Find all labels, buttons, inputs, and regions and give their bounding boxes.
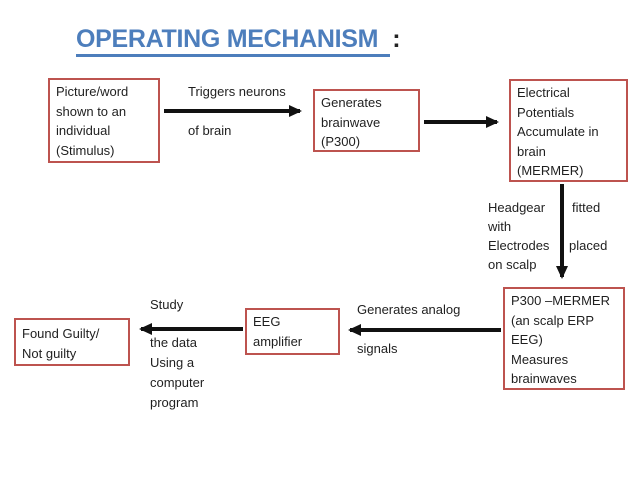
box-line: P300 –MERMER: [511, 293, 610, 308]
box-line: (Stimulus): [56, 142, 115, 158]
box-line: EEG): [511, 332, 543, 347]
label-with: with: [488, 219, 512, 234]
label-line: computer: [150, 375, 205, 390]
box-line: individual: [56, 123, 111, 138]
box-line: amplifier: [253, 333, 303, 349]
box-line: EEG: [253, 314, 281, 329]
box-line: Accumulate in: [517, 124, 599, 139]
label-study-detail: the data Using a computer program: [150, 333, 204, 413]
box-line: brain: [517, 143, 546, 159]
label-on-scalp: on scalp: [488, 257, 537, 272]
box-line: Found Guilty/: [22, 326, 100, 341]
box-line: Electrical: [517, 85, 570, 100]
box-amplifier: EEG amplifier: [245, 308, 340, 355]
label-triggers-neurons: Triggers neurons: [188, 84, 286, 99]
label-study: Study: [150, 297, 184, 312]
box-line: Generates: [321, 95, 382, 110]
label-placed: placed: [569, 238, 608, 253]
label-line: Using a: [150, 355, 195, 370]
box-line: Measures: [511, 351, 569, 367]
box-line: shown to an: [56, 103, 127, 119]
box-line: Potentials: [517, 104, 575, 120]
page-title: OPERATING MECHANISM:: [76, 24, 401, 57]
label-generates-analog: Generates analog: [357, 302, 461, 317]
label-line: the data: [150, 335, 197, 350]
label-headgear: Headgear: [488, 200, 546, 215]
box-line: Picture/word: [56, 84, 129, 99]
box-mermer: P300 –MERMER (an scalp ERP EEG) Measures…: [503, 287, 625, 390]
label-line: program: [150, 395, 199, 410]
box-line: brainwave: [321, 114, 381, 130]
label-electrodes: Electrodes: [488, 238, 550, 253]
box-line: (P300): [321, 134, 361, 149]
label-of-brain: of brain: [188, 123, 232, 138]
box-potentials: Electrical Potentials Accumulate in brai…: [509, 79, 628, 182]
box-line: brainwaves: [511, 371, 577, 386]
label-fitted: fitted: [572, 200, 601, 215]
box-verdict: Found Guilty/ Not guilty: [14, 318, 130, 366]
page-title-colon: :: [392, 25, 401, 53]
page-title-text: OPERATING MECHANISM: [76, 25, 391, 57]
box-line: (an scalp ERP: [511, 312, 595, 328]
label-signals: signals: [357, 341, 398, 356]
box-stimulus: Picture/word shown to an individual (Sti…: [48, 78, 160, 163]
box-brainwave: Generates brainwave (P300): [313, 89, 420, 152]
box-line: Not guilty: [22, 345, 77, 361]
box-line: (MERMER): [517, 163, 584, 178]
